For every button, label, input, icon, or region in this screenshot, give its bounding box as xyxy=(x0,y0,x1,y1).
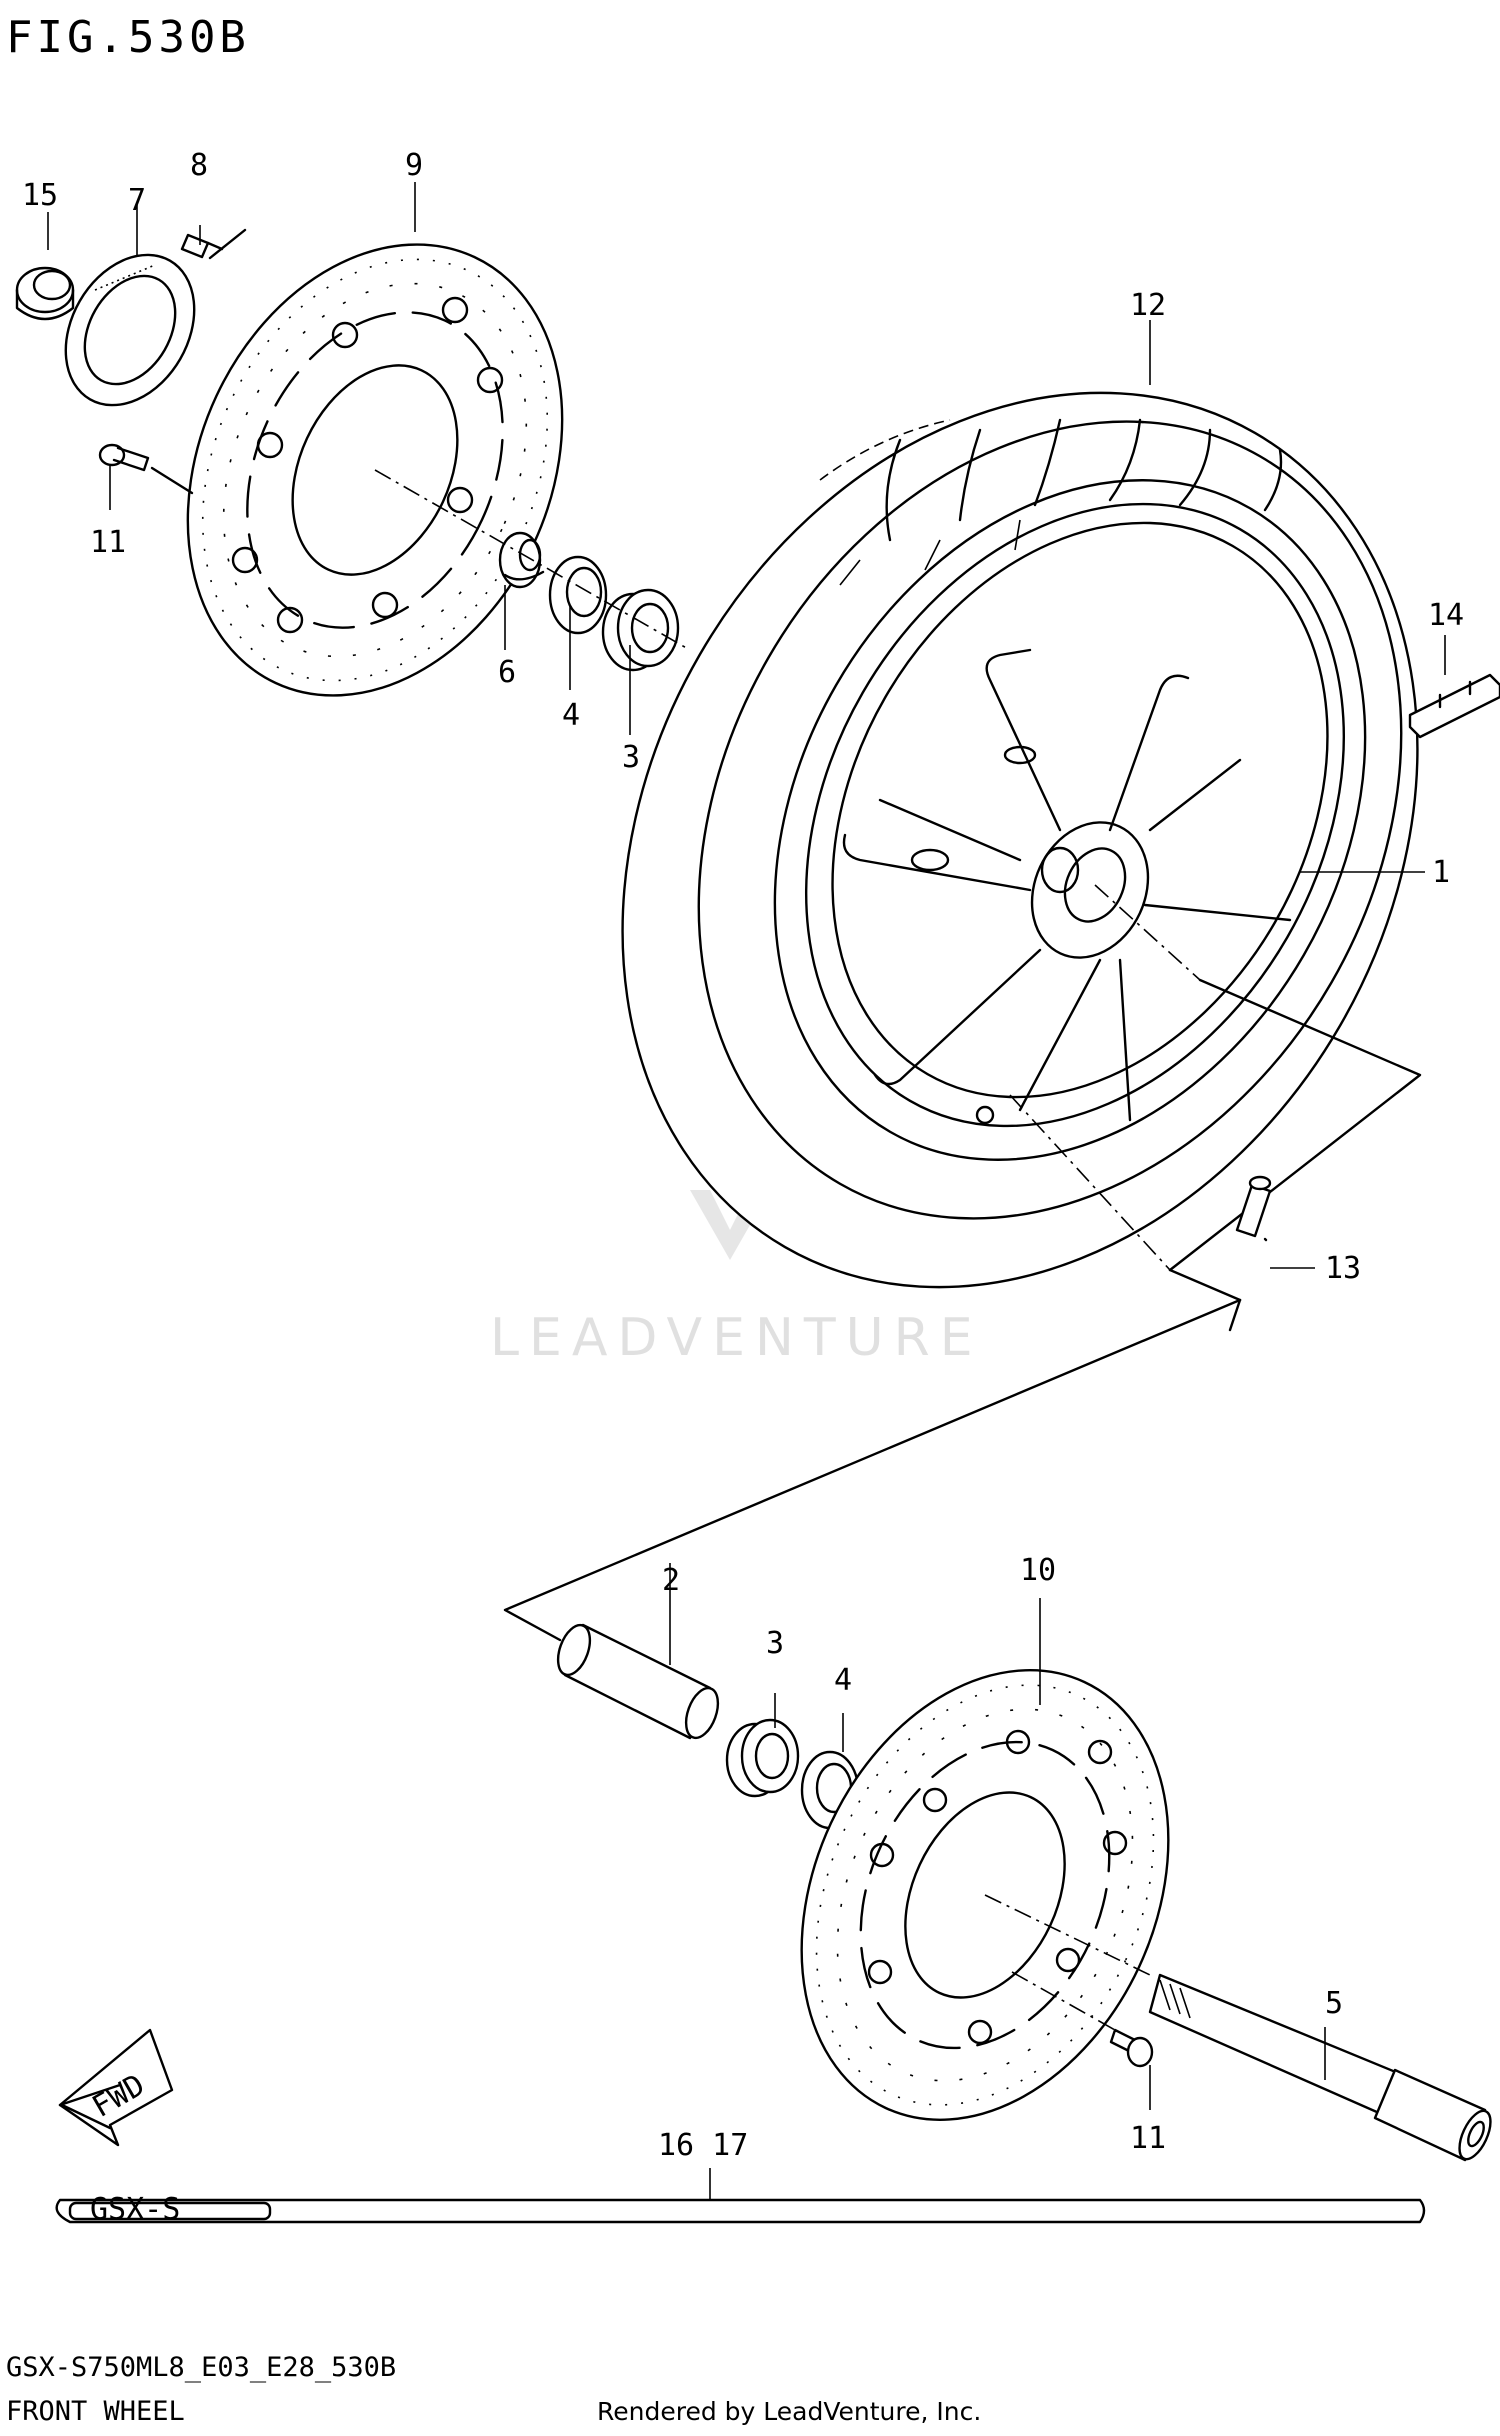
callout-11-lower: 11 xyxy=(1130,2121,1166,2156)
callout-11-upper: 11 xyxy=(90,525,126,560)
callout-16-17: 16 17 xyxy=(658,2128,748,2163)
callout-8: 8 xyxy=(190,148,208,183)
callout-7: 7 xyxy=(128,183,146,218)
bearing-3-lower xyxy=(725,1718,800,1798)
watermark-text: LEADVENTURE xyxy=(490,1308,983,1368)
callout-4-lower: 4 xyxy=(834,1663,852,1698)
section-name: FRONT WHEEL xyxy=(6,2396,185,2427)
decal-text: GSX-S xyxy=(90,2192,180,2227)
collar-6 xyxy=(498,531,545,589)
callout-6: 6 xyxy=(498,655,516,690)
bolt-11-lower xyxy=(1011,1971,1154,2068)
bolt-11-upper xyxy=(98,443,194,495)
callout-9: 9 xyxy=(405,148,423,183)
callout-4-upper: 4 xyxy=(562,698,580,733)
leader-lines xyxy=(47,182,1446,2200)
sensor-ring-7 xyxy=(64,253,196,407)
axle-5 xyxy=(984,1894,1492,2162)
callout-3-lower: 3 xyxy=(766,1626,784,1661)
callout-1: 1 xyxy=(1432,855,1450,890)
callout-10: 10 xyxy=(1020,1553,1056,1588)
tire-tread-12 xyxy=(819,418,1283,586)
bearing-3-upper xyxy=(601,588,680,672)
callout-15: 15 xyxy=(22,178,58,213)
screw-8 xyxy=(180,228,247,260)
callout-14: 14 xyxy=(1428,598,1464,633)
spacer-2 xyxy=(556,1623,720,1740)
balance-weight-14 xyxy=(1408,673,1500,739)
rim-decal-16-17: GSX-S xyxy=(55,2192,1426,2227)
render-credit: Rendered by LeadVenture, Inc. xyxy=(597,2397,981,2426)
figure-title: FIG.530B xyxy=(6,12,250,63)
callout-12: 12 xyxy=(1130,288,1166,323)
brake-disc-9 xyxy=(186,243,564,697)
callout-2: 2 xyxy=(662,1563,680,1598)
front-wheel-assembly xyxy=(621,391,1419,1289)
valve-13 xyxy=(1235,1175,1272,1242)
callout-3-upper: 3 xyxy=(622,740,640,775)
fwd-arrow-icon: FWD xyxy=(58,2028,174,2147)
callout-13: 13 xyxy=(1325,1251,1361,1286)
model-code: GSX-S750ML8_E03_E28_530B xyxy=(6,2352,396,2383)
nut-15 xyxy=(15,266,75,321)
seal-4-upper xyxy=(548,555,608,635)
callout-5: 5 xyxy=(1325,1986,1343,2021)
